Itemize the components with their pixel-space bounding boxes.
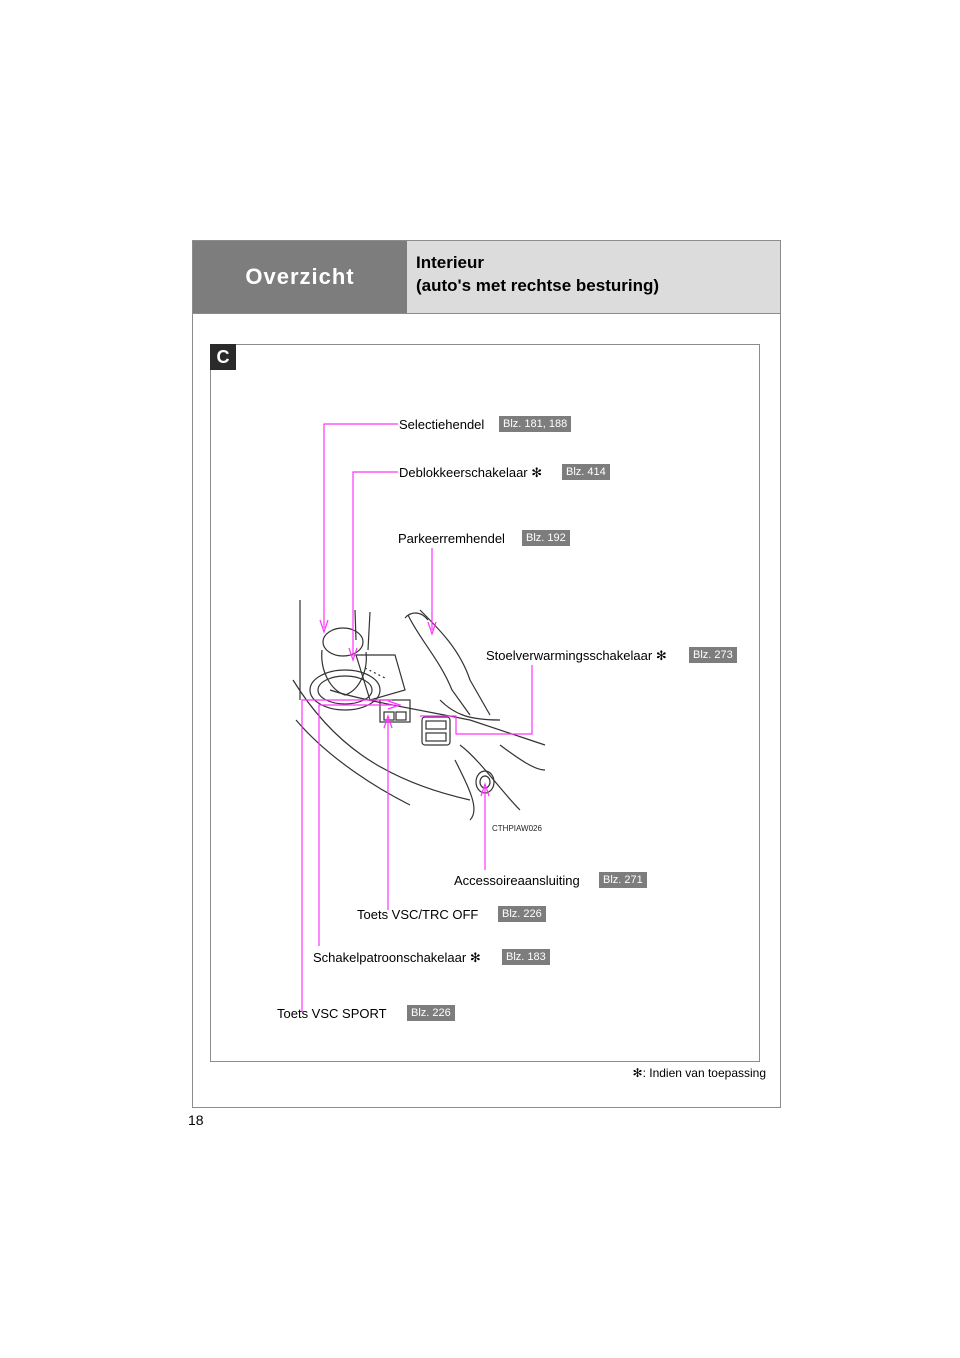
header-divider bbox=[193, 313, 780, 314]
callout-parkeerremhendel: Parkeerremhendel bbox=[398, 531, 505, 546]
callout-schakelpatroon-label: Schakelpatroonschakelaar bbox=[313, 950, 467, 965]
page-ref-vsctrc[interactable]: Blz. 226 bbox=[498, 906, 546, 922]
title-header-bg bbox=[407, 241, 780, 313]
footnote: ✻: Indien van toepassing bbox=[633, 1066, 766, 1080]
title-line-1: Interieur bbox=[416, 253, 485, 272]
section-letter-badge: C bbox=[210, 344, 236, 370]
callout-stoelverw-label: Stoelverwarmingsschakelaar bbox=[486, 648, 653, 663]
asterisk-icon: ✻ bbox=[469, 950, 481, 965]
footnote-text: : Indien van toepassing bbox=[642, 1066, 766, 1080]
page-ref-parkeerrem[interactable]: Blz. 192 bbox=[522, 530, 570, 546]
section-header: Overzicht bbox=[193, 241, 407, 313]
callout-schakelpatroon: Schakelpatroonschakelaar ✻ bbox=[313, 950, 481, 966]
illustration-box bbox=[210, 344, 760, 1062]
asterisk-icon: ✻ bbox=[531, 465, 543, 480]
page-ref-selectiehendel[interactable]: Blz. 181, 188 bbox=[499, 416, 572, 432]
page-ref-accessoire[interactable]: Blz. 271 bbox=[599, 872, 647, 888]
callout-vsc-trc-off: Toets VSC/TRC OFF bbox=[357, 907, 479, 922]
title-line-2: (auto's met rechtse besturing) bbox=[416, 276, 660, 295]
page-ref-vscsport[interactable]: Blz. 226 bbox=[407, 1005, 455, 1021]
page-frame bbox=[192, 240, 781, 1108]
callout-deblokkeer-label: Deblokkeerschakelaar bbox=[399, 465, 528, 480]
asterisk-icon: ✻ bbox=[655, 648, 667, 663]
callout-deblokkeerschakelaar: Deblokkeerschakelaar ✻ bbox=[399, 465, 542, 481]
callout-vsc-sport: Toets VSC SPORT bbox=[277, 1006, 387, 1021]
page-ref-stoelverw[interactable]: Blz. 273 bbox=[689, 647, 737, 663]
callout-accessoireaansluiting: Accessoireaansluiting bbox=[454, 873, 580, 888]
callout-stoelverwarming: Stoelverwarmingsschakelaar ✻ bbox=[486, 648, 667, 664]
callout-selectiehendel: Selectiehendel bbox=[399, 417, 485, 432]
page-number: 18 bbox=[188, 1112, 204, 1128]
page-ref-deblokkeer[interactable]: Blz. 414 bbox=[562, 464, 610, 480]
image-code: CTHPIAW026 bbox=[492, 824, 542, 833]
page-ref-schakelpatroon[interactable]: Blz. 183 bbox=[502, 949, 550, 965]
asterisk-icon: ✻ bbox=[632, 1066, 643, 1080]
page-title: Interieur (auto's met rechtse besturing) bbox=[416, 251, 659, 297]
